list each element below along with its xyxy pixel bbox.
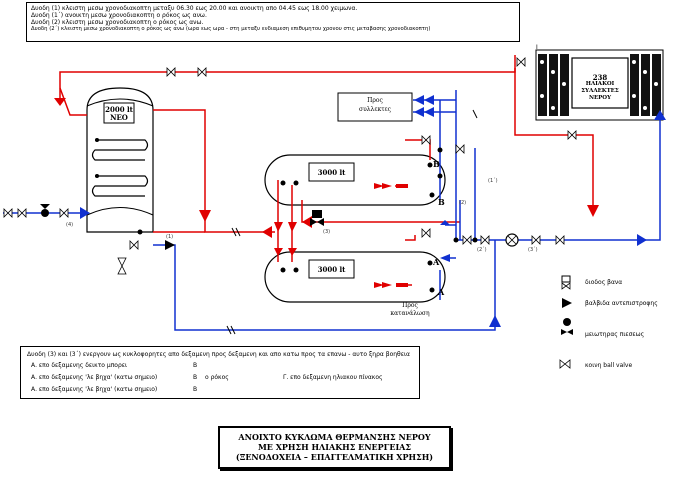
to-collectors-label-2: συλλεκτες (359, 106, 391, 113)
point-B-lower: B (438, 197, 445, 207)
valve-label-3: (3) (323, 229, 331, 235)
point-B-upper: B (433, 159, 440, 169)
note-line-3: Δυοδη (2) κλειστη μεσω χρονοδιακοπτη ο ρ… (31, 19, 204, 26)
notes-top-box: Δυοδη (1) κλειστη μεσω χρονοδιακοπτη μετ… (26, 2, 520, 42)
notes-bottom-box: Δυοδη (3) και (3΄) ενεργουν ως κυκλοφορη… (20, 346, 420, 399)
legend-item-2: βαλβιδα αντεπιστροφης (585, 300, 658, 307)
valve-label-3p: (3΄) (528, 247, 538, 253)
bottom-note-line-1: Δυοδη (3) και (3΄) ενεργουν ως κυκλοφορη… (27, 351, 410, 358)
solar-line-3: ΝΕΡΟΥ (588, 95, 612, 101)
to-consumption-label-1: Προς (402, 302, 418, 309)
main-tank-subtitle: ΝΕΟ (110, 113, 128, 122)
solar-line-2: ΣΥΛΛΕΚΤΕΣ (581, 88, 619, 94)
to-collectors-label-1: Προς (367, 97, 383, 104)
title-line-2: ΜΕ ΧΡΗΣΗ ΗΛΙΑΚΗΣ ΕΝΕΡΓΕΙΑΣ (257, 442, 412, 452)
main-storage-tank (86, 87, 154, 235)
valve-label-1: (1) (166, 234, 174, 240)
lower-tank-capacity: 3000 lt (317, 265, 346, 274)
solar-collector-array (535, 49, 664, 121)
note-line-2: Δυοδη (1΄) ανοικτη μεσω χρονοδιακοπτη ο … (31, 12, 207, 19)
valve-label-4: (4) (66, 222, 74, 228)
hot-arrows (54, 98, 599, 288)
bottom-note-rowC-right: Β (193, 386, 198, 393)
bottom-note-rowB: Α. επο δεξαμενης 'λε βηχα' (κατω σημειο) (31, 374, 158, 381)
upper-storage-tank (264, 154, 446, 206)
point-A-upper: A (433, 257, 440, 267)
solar-marker: I (536, 44, 538, 51)
legend-symbols (559, 275, 573, 369)
solar-line-1: ΗΛΙΑΚΟΙ (585, 81, 615, 87)
bottom-note-rowA: Α. επο δεξαμενης δεικτο μπορει (31, 362, 128, 369)
bottom-note-rowB-right: Β (193, 374, 198, 381)
valves (3, 57, 577, 275)
to-consumption-label-2: κατανάλωση (390, 310, 430, 317)
legend-item-4: κοινη ball valve (585, 362, 633, 369)
bottom-note-rowA-right: Β (193, 362, 198, 369)
motorized-valve-3 (310, 210, 324, 226)
solar-count: 238 (592, 73, 608, 82)
bottom-note-rowC: Α. επο δεξαμενης 'λε βηχα' (κατω σημειο) (31, 386, 158, 393)
lower-storage-tank (264, 251, 446, 303)
title-line-1: ΑΝΟΙΧΤΟ ΚΥΚΛΩΜΑ ΘΕΡΜΑΝΣΗΣ ΝΕΡΟΥ (238, 432, 431, 442)
main-tank-capacity: 2000 lt (105, 105, 133, 114)
upper-tank-capacity: 3000 lt (317, 168, 346, 177)
note-line-1: Δυοδη (1) κλειστη μεσω χρονοδιακοπτη μετ… (31, 5, 358, 12)
point-A-lower: A (438, 287, 445, 297)
legend-item-1: διοδος βανα (585, 279, 623, 286)
to-collectors-box (337, 92, 413, 122)
valve-label-2: (2) (459, 200, 467, 206)
bottom-note-rowB-gamma: Γ. επο δεξαμενη ηλιακου πίνακος (283, 374, 383, 381)
note-line-4: Δυοδη (2΄) κλειστη μεσω χρονοδιακοπτη ο … (31, 26, 431, 32)
valve-label-2p: (2΄) (477, 247, 487, 253)
bottom-note-rowB-right2: ο ρόκος (205, 374, 229, 381)
valve-label-1p: (1΄) (488, 178, 498, 184)
legend-item-3: μειωτηρας πιεσεως (585, 331, 645, 338)
pressure-reducer (40, 204, 50, 217)
title-line-3: (ΞΕΝΟΔΟΧΕΙΑ – ΕΠΑΓΓΕΛΜΑΤΙΚΗ ΧΡΗΣΗ) (235, 452, 434, 462)
cold-arrows (80, 95, 666, 327)
diagram-title-box: ΑΝΟΙΧΤΟ ΚΥΚΛΩΜΑ ΘΕΡΜΑΝΣΗΣ ΝΕΡΟΥ ΜΕ ΧΡΗΣΗ… (218, 426, 451, 469)
